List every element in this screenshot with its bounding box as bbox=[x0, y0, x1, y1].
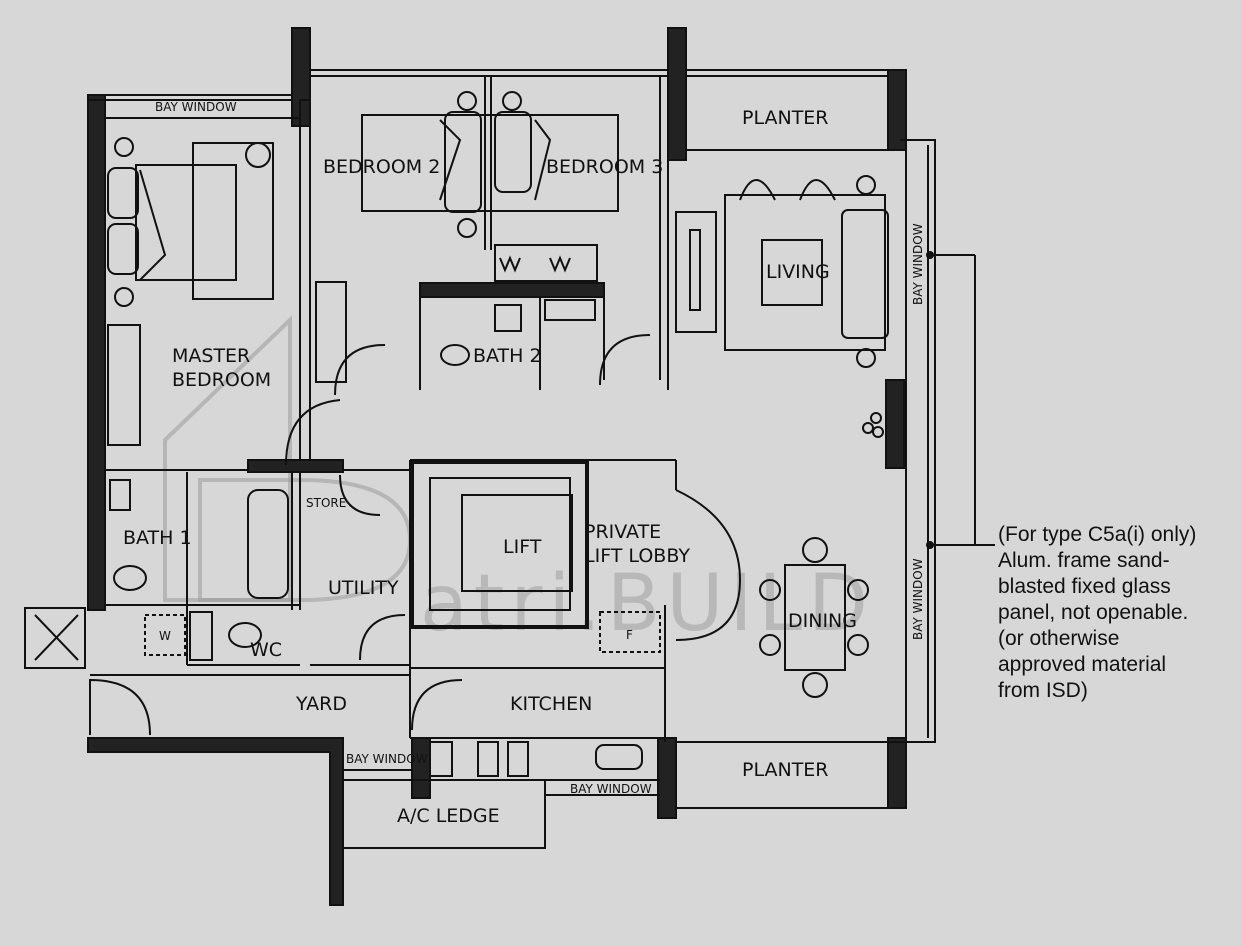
bay-window-label-right-bottom: BAY WINDOW bbox=[911, 558, 925, 640]
living-label: LIVING bbox=[766, 261, 830, 283]
bedroom-3-label: BEDROOM 3 bbox=[546, 156, 663, 178]
bath-2-label: BATH 2 bbox=[473, 345, 542, 367]
bath-1-label: BATH 1 bbox=[123, 527, 192, 549]
planter-label-top: PLANTER bbox=[742, 107, 829, 129]
note-line: blasted fixed glass bbox=[998, 575, 1171, 598]
private-label-2: LIFT LOBBY bbox=[584, 545, 690, 567]
ac-ledge-label: A/C LEDGE bbox=[397, 805, 500, 827]
note-line: approved material bbox=[998, 653, 1167, 676]
note-line: panel, not openable. bbox=[998, 601, 1189, 624]
bay-window-label-kitchen: BAY WINDOW bbox=[346, 752, 428, 766]
lift-label: LIFT bbox=[503, 536, 542, 558]
f-label: F bbox=[626, 628, 633, 642]
dining-label: DINING bbox=[788, 610, 857, 632]
bay-window-label-right-top: BAY WINDOW bbox=[911, 223, 925, 305]
watermark: atri.BUILD bbox=[163, 315, 874, 649]
private-label-1: PRIVATE bbox=[584, 521, 661, 543]
master-bedroom-label-1: MASTER bbox=[172, 345, 250, 367]
note-line: from ISD) bbox=[998, 679, 1088, 702]
planter-label-bottom: PLANTER bbox=[742, 759, 829, 781]
wc-label: WC bbox=[250, 639, 282, 661]
note-line: (For type C5a(i) only) bbox=[998, 523, 1197, 546]
store-label: STORE bbox=[306, 496, 346, 510]
w-label: W bbox=[159, 629, 171, 643]
utility-label: UTILITY bbox=[328, 577, 399, 599]
yard-label: YARD bbox=[295, 693, 347, 715]
kitchen-label: KITCHEN bbox=[510, 693, 592, 715]
note-line: Alum. frame sand- bbox=[998, 549, 1170, 572]
master-bedroom-label-2: BEDROOM bbox=[172, 369, 271, 391]
bedroom-2-label: BEDROOM 2 bbox=[323, 156, 440, 178]
glass-panel-note: (For type C5a(i) only) Alum. frame sand-… bbox=[998, 522, 1238, 704]
watermark-text: atri.BUILD bbox=[420, 559, 874, 649]
bay-window-label-top: BAY WINDOW bbox=[155, 100, 237, 114]
note-line: (or otherwise bbox=[998, 627, 1120, 650]
bay-window-label-bottom: BAY WINDOW bbox=[570, 782, 652, 796]
